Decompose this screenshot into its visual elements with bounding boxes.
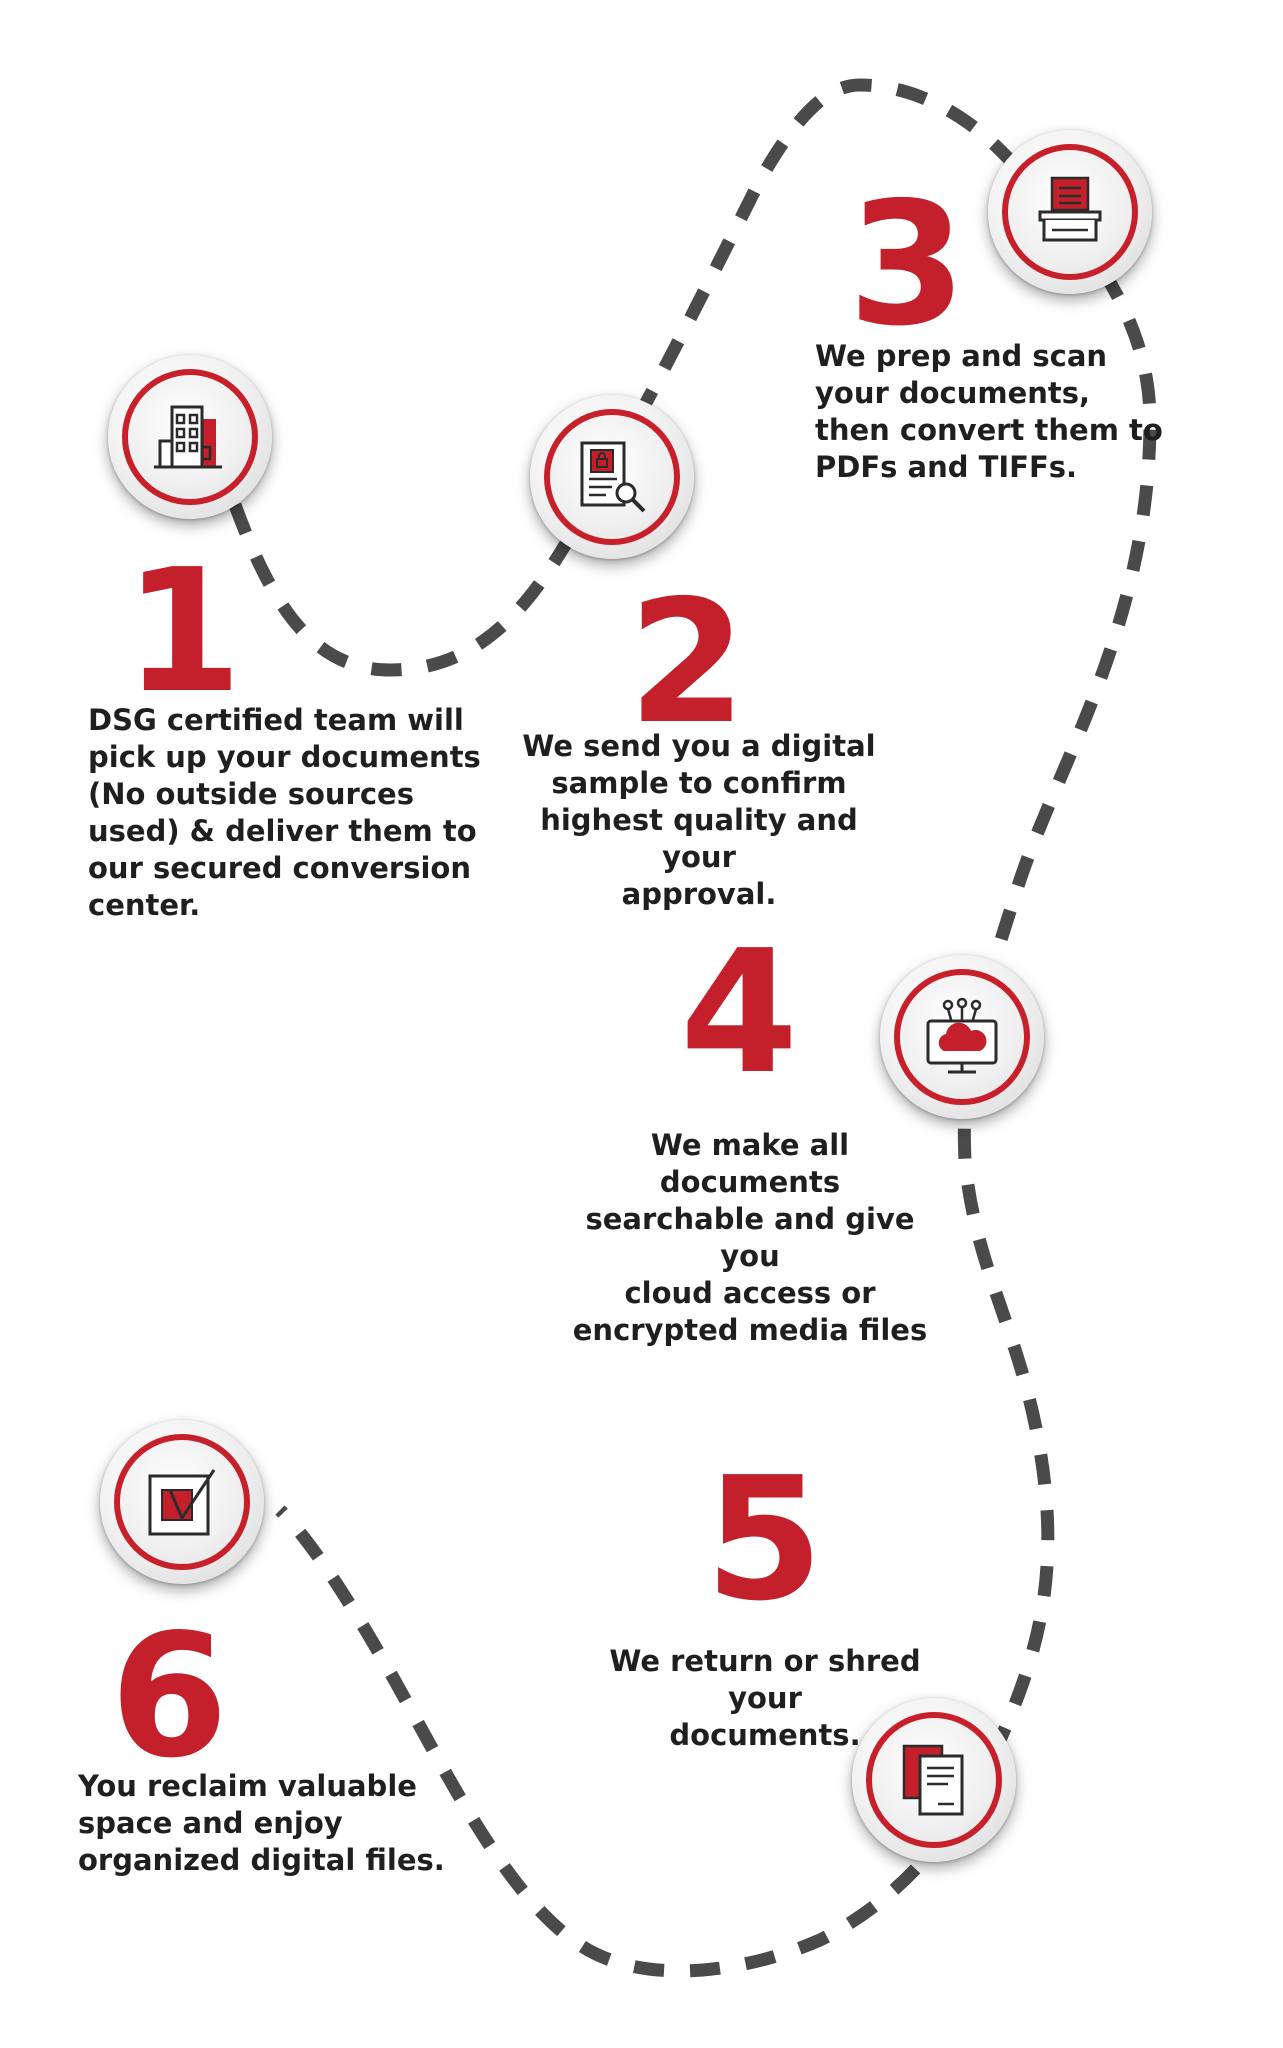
- step-1-number: 1: [124, 533, 243, 731]
- step-4-description: We make all documents searchable and giv…: [572, 1128, 928, 1347]
- step-5-number: 5: [705, 1441, 824, 1639]
- step-1-description: DSG certified team will pick up your doc…: [88, 703, 481, 922]
- step-5-badge: [852, 1698, 1016, 1862]
- step-3-description: We prep and scan your documents, then co…: [815, 339, 1163, 484]
- step-4-number: 4: [680, 914, 799, 1112]
- step-2-badge: [530, 395, 694, 559]
- step-5-description: We return or shred your documents.: [609, 1644, 921, 1752]
- step-4-badge: [880, 955, 1044, 1119]
- step-1-badge: [108, 355, 272, 519]
- step-6-number: 6: [110, 1598, 229, 1796]
- step-3-badge: [988, 130, 1152, 294]
- cloud-monitor-icon: [926, 997, 998, 1074]
- step-6-badge: [100, 1420, 264, 1584]
- documents-stack-icon: [902, 1744, 964, 1816]
- document-search-icon: [580, 441, 646, 513]
- step-3-number: 3: [848, 166, 967, 364]
- checkbox-icon: [148, 1469, 216, 1536]
- scanner-icon: [1038, 176, 1102, 242]
- step-2-number: 2: [628, 564, 747, 762]
- office-building-icon: [154, 405, 222, 469]
- step-2-description: We send you a digital sample to confirm …: [522, 729, 876, 911]
- step-6-description: You reclaim valuable space and enjoy org…: [78, 1769, 445, 1877]
